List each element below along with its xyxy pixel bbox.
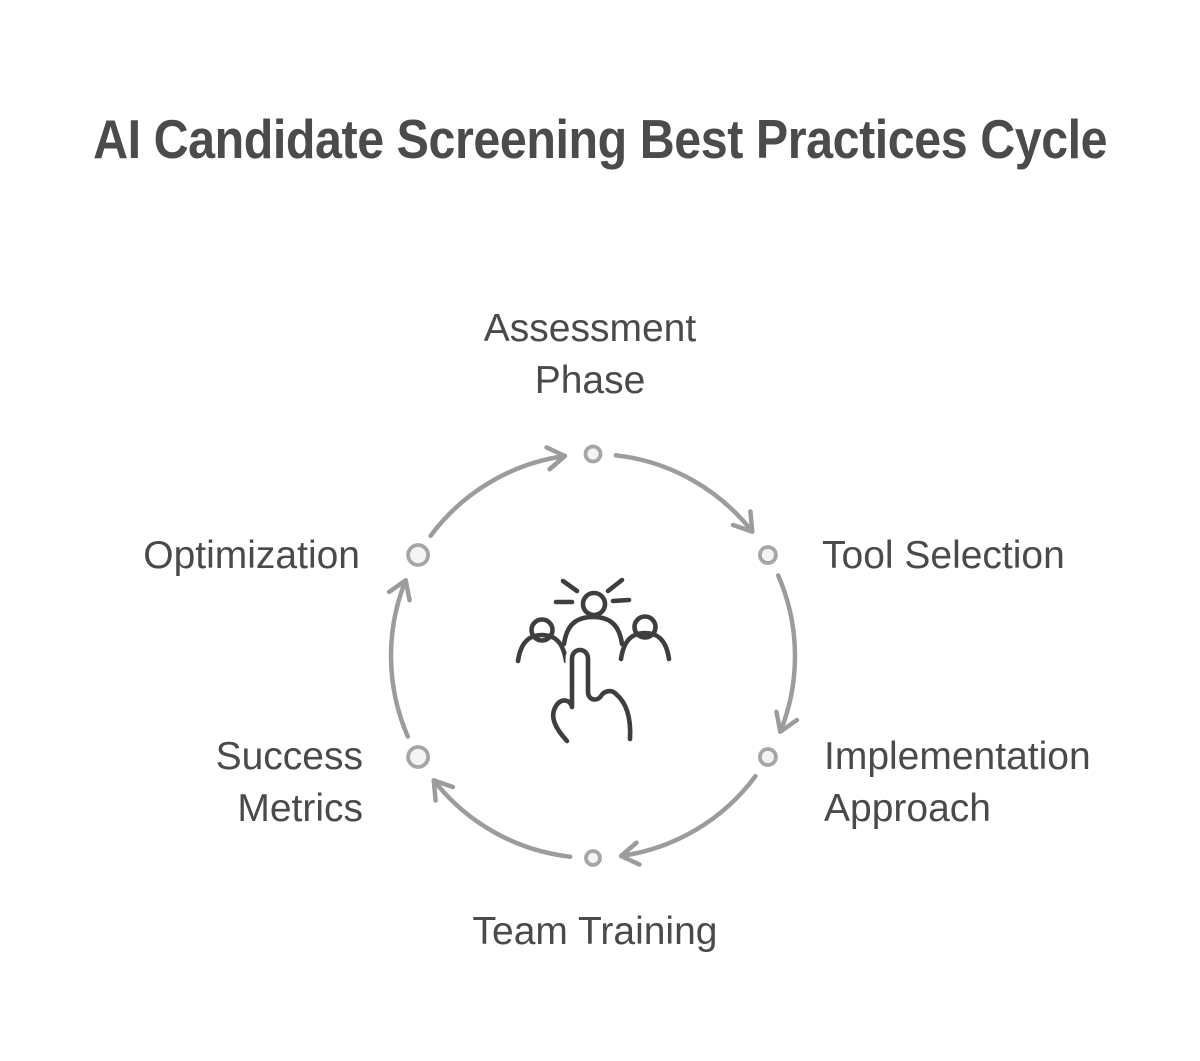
page-title-text: AI Candidate Screening Best Practices Cy… (92, 108, 1108, 170)
person-left-head (529, 617, 555, 643)
spark-upper-left (560, 578, 580, 594)
spark-right (610, 597, 632, 604)
node-optimization (406, 543, 431, 567)
arrow-from-assessment-phase (613, 453, 755, 534)
person-center-head (580, 590, 608, 618)
node-success-metrics (406, 745, 431, 769)
node-implementation-approach (758, 747, 778, 767)
people-selection-hand-icon (515, 577, 672, 748)
node-tool-selection (758, 545, 778, 565)
stage-label-assessment-phase: Assessment Phase (483, 307, 697, 402)
page-title: AI Candidate Screening Best Practices Cy… (0, 108, 1200, 170)
pointing-hand (550, 647, 633, 744)
stage-label-implementation-approach: Implementation Approach (824, 735, 1091, 830)
arrow-from-team-training (431, 778, 573, 859)
spark-upper-right (605, 577, 625, 594)
arrow-from-tool-selection (774, 573, 800, 734)
arrow-from-implementation-approach (618, 773, 758, 867)
person-right-head (632, 614, 658, 640)
stage-label-optimization: Optimization (143, 534, 360, 577)
stage-label-tool-selection: Tool Selection (822, 534, 1065, 577)
person-left-shoulders (515, 632, 569, 664)
arrow-from-optimization (428, 445, 568, 539)
arrow-from-success-metrics (386, 578, 412, 739)
stage-label-team-training: Team Training (472, 910, 718, 953)
person-center-shoulders (561, 614, 625, 647)
person-right-shoulders (618, 630, 672, 662)
stage-label-success-metrics: Success Metrics (215, 735, 363, 830)
node-team-training (584, 849, 602, 867)
node-assessment-phase (583, 444, 603, 464)
